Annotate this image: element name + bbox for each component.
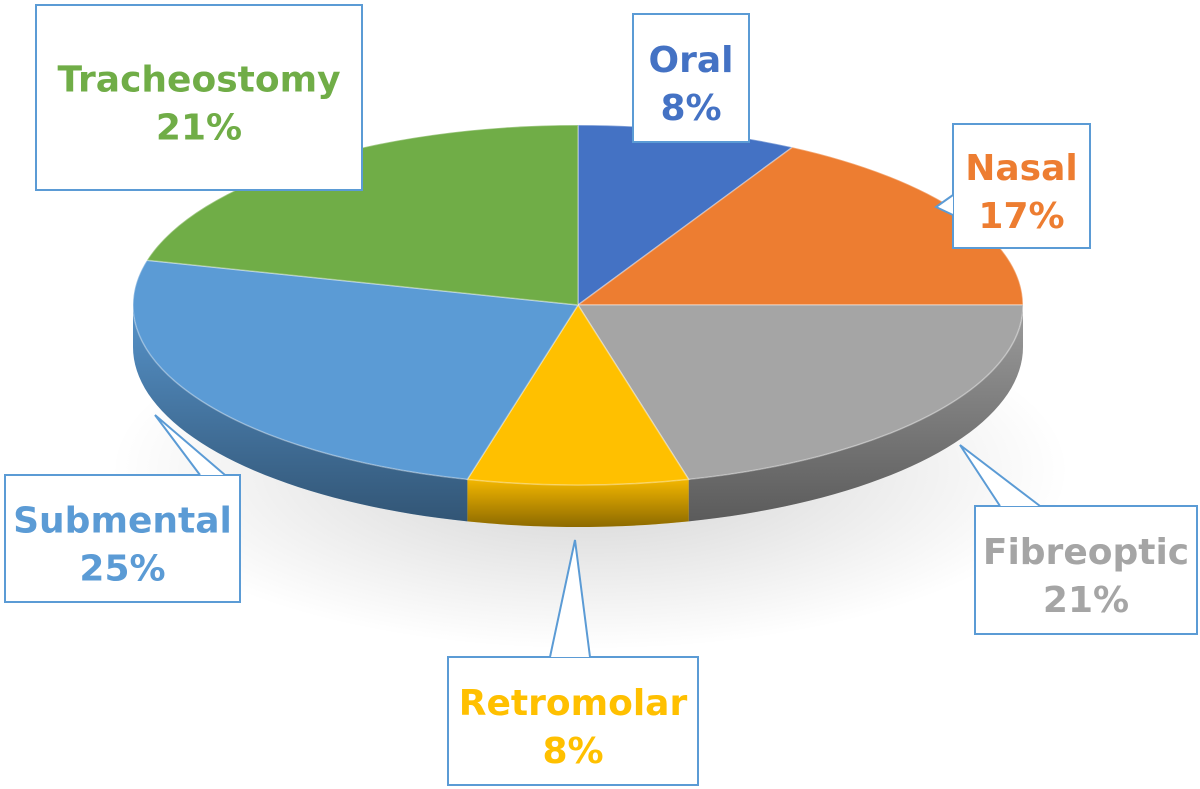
callout-submental: Submental 25%: [4, 414, 241, 603]
callout-percent: 8%: [660, 88, 721, 129]
pie-tops: [132, 124, 1024, 486]
pie-slice-submental: [132, 259, 580, 481]
callout-label: Oral: [649, 40, 734, 81]
pie-slice-fibreoptic: [576, 304, 1024, 481]
callout-box: [632, 13, 750, 143]
callout-tail-fill: [550, 540, 590, 657]
callout-box: [447, 656, 699, 786]
callout-percent: 8%: [542, 731, 603, 772]
callout-box: [35, 4, 363, 191]
callout-percent: 21%: [156, 108, 242, 149]
callout-label: Nasal: [965, 148, 1077, 189]
pie-side-shade: [688, 305, 1023, 522]
callout-box: [4, 474, 241, 603]
callout-tail: [549, 539, 591, 658]
pie-side-fibreoptic: [688, 305, 1023, 522]
callout-label: Tracheostomy: [57, 60, 340, 101]
callout-tail: [959, 444, 1041, 507]
callout-tail-fill: [936, 195, 953, 215]
callout-box: [952, 123, 1091, 249]
pie-slice-retromolar: [466, 303, 690, 486]
callout-fibreoptic: Fibreoptic 21%: [959, 444, 1198, 635]
callout-box: [974, 505, 1198, 635]
callout-retromolar: Retromolar 8%: [447, 539, 699, 786]
callout-percent: 21%: [1043, 580, 1129, 621]
callout-nasal: Nasal 17%: [934, 123, 1091, 249]
callout-tail: [934, 194, 954, 216]
callout-oral: Oral 8%: [632, 13, 750, 143]
callout-label: Fibreoptic: [983, 532, 1189, 573]
pie-side-retromolar: [467, 479, 689, 527]
pie-side-shade: [133, 305, 468, 522]
pie-callouts: Oral 8% Nasal 17% Fibreoptic 21% Retromolar 8% S…: [4, 4, 1198, 786]
callout-tracheostomy: Tracheostomy 21%: [35, 4, 363, 191]
callout-percent: 17%: [978, 196, 1064, 237]
pie-sides: [133, 305, 1023, 527]
pie-side-shade: [467, 479, 689, 527]
callout-label: Submental: [13, 501, 232, 542]
callout-tail: [154, 414, 226, 476]
pie-side-submental: [133, 305, 468, 522]
callout-label: Retromolar: [459, 683, 688, 724]
callout-percent: 25%: [79, 549, 165, 590]
